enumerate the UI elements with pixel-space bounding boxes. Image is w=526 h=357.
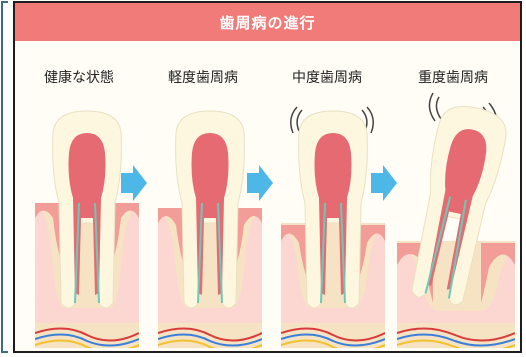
tooth-healthy: [35, 111, 139, 351]
tooth-mild: [158, 111, 262, 351]
left-border-frame: [1, 1, 8, 353]
right-arrow-icon: [371, 165, 397, 201]
right-arrow-icon: [247, 165, 273, 201]
teeth-illustration: [15, 3, 520, 351]
diagram-panel: 歯周病の進行 健康な状態 軽度歯周病 中度歯周病 重度歯周病: [13, 1, 522, 353]
tooth-severe: [397, 101, 515, 351]
tooth-moderate: [281, 111, 385, 351]
right-arrow-icon: [121, 165, 147, 201]
